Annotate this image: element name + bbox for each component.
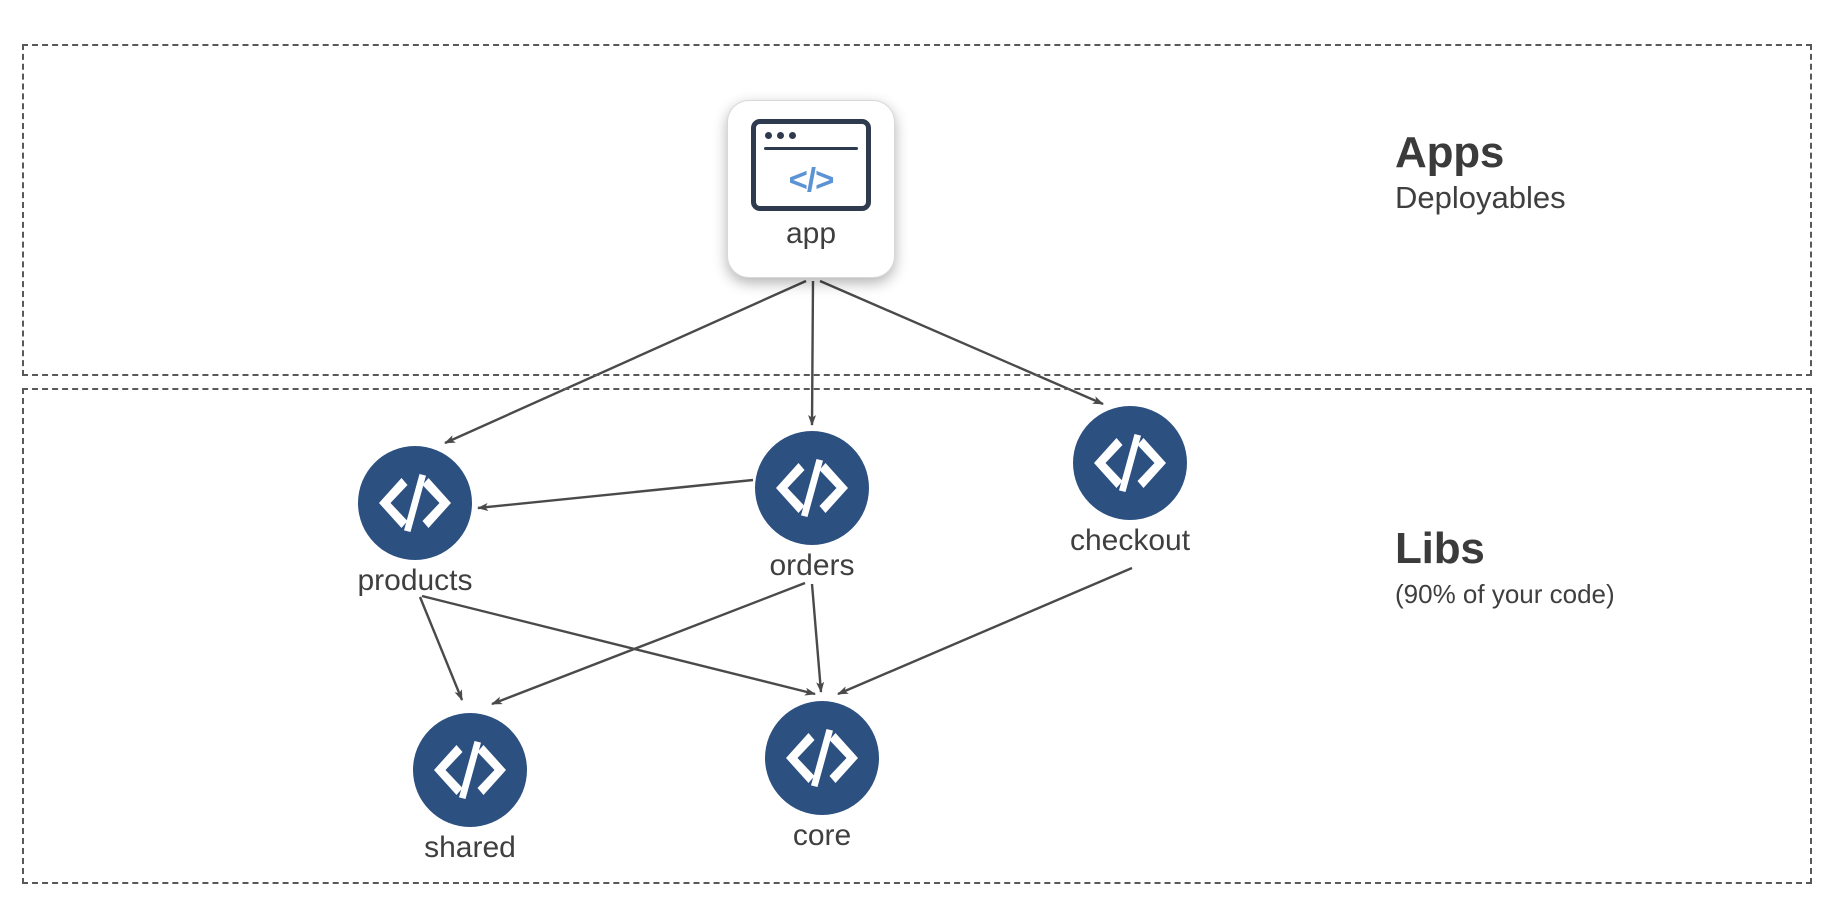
edge-products-to-core	[421, 594, 816, 696]
zone-subtitle-apps: Deployables	[1395, 180, 1566, 216]
code-glyph: </>	[788, 161, 835, 198]
edge-products-to-shared	[418, 596, 464, 701]
zone-title-libs: Libs	[1395, 524, 1485, 573]
code-icon	[413, 713, 527, 827]
zone-caption-apps: Apps Deployables	[1395, 128, 1566, 216]
node-app-label: app	[785, 217, 837, 250]
zone-title-apps: Apps	[1395, 128, 1505, 177]
node-checkout-label: checkout	[1069, 524, 1191, 557]
node-shared-label: shared	[424, 831, 516, 864]
code-icon	[755, 431, 869, 545]
edge-checkout-to-core	[837, 566, 1133, 696]
browser-dots-icon	[765, 132, 796, 139]
node-orders-label: orders	[769, 549, 855, 582]
edge-orders-to-core	[810, 583, 825, 693]
zone-box-apps	[22, 44, 1812, 376]
edge-orders-to-products	[477, 478, 754, 511]
edge-app-to-orders	[808, 280, 817, 426]
edge-layer	[418, 279, 1133, 706]
node-app[interactable]: </> app	[727, 100, 895, 278]
node-core-label: core	[792, 819, 852, 852]
code-icon	[358, 446, 472, 560]
edge-orders-to-shared	[491, 581, 806, 706]
code-icon	[765, 701, 879, 815]
edge-app-to-products	[444, 279, 807, 445]
zone-subtitle-libs: (90% of your code)	[1395, 579, 1615, 610]
node-products-label: products	[357, 564, 473, 597]
zone-box-libs	[22, 388, 1812, 884]
browser-code-icon: </>	[751, 119, 871, 211]
edge-app-to-checkout	[819, 279, 1104, 406]
browser-titlebar-rule	[764, 147, 858, 150]
code-icon	[1073, 406, 1187, 520]
zone-caption-libs: Libs (90% of your code)	[1395, 524, 1615, 609]
